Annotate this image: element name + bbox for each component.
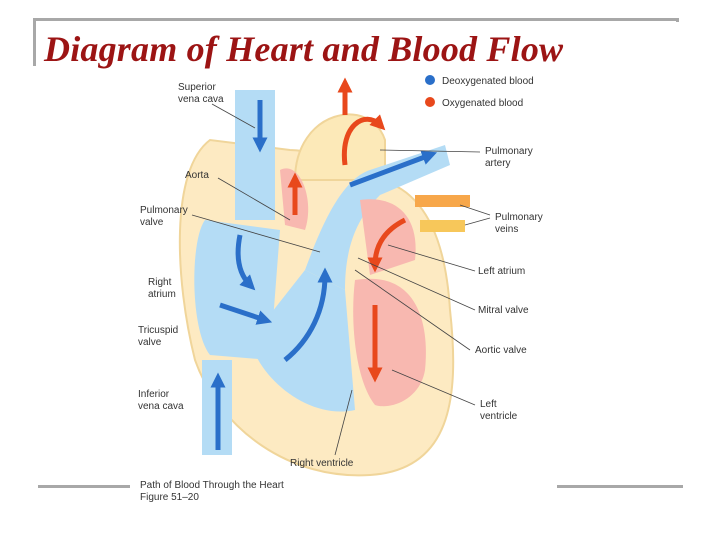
label-mitral-valve: Mitral valve	[478, 305, 529, 316]
legend-deoxygenated-swatch	[425, 75, 435, 85]
flow-arrow-tricuspid	[219, 302, 273, 325]
slide-frame-right	[676, 18, 679, 22]
right-atrium-chamber	[194, 220, 280, 360]
pulmonary-vein-lower	[420, 220, 465, 232]
flow-arrow-left-atrium	[367, 217, 407, 273]
pulmonary-vein-upper	[415, 195, 470, 207]
flow-arrow-right-ventricle	[283, 267, 333, 362]
slide-frame-left	[33, 18, 36, 66]
slide-frame-top	[33, 18, 679, 21]
caption-title: Path of Blood Through the Heart	[140, 480, 284, 491]
label-left-atrium: Left atrium	[478, 266, 525, 277]
pulmonary-trunk	[305, 145, 450, 290]
flow-arrow-right-atrium	[235, 234, 256, 291]
leader-lines	[191, 103, 491, 456]
footer-rule-right	[557, 485, 683, 488]
legend-oxygenated-label: Oxygenated blood	[442, 98, 523, 109]
flow-arrow-aorta	[341, 114, 386, 166]
legend-oxygenated-swatch	[425, 97, 435, 107]
label-aorta: Aorta	[185, 170, 209, 181]
label-right-ventricle: Right ventricle	[290, 458, 354, 469]
label-aortic-valve: Aortic valve	[475, 345, 527, 356]
caption-figure: Figure 51–20	[140, 492, 199, 503]
footer-rule-left	[38, 485, 130, 488]
superior-vena-cava	[235, 90, 275, 220]
slide-title: Diagram of Heart and Blood Flow	[44, 29, 564, 69]
legend-deoxygenated-label: Deoxygenated blood	[442, 76, 534, 87]
heart-diagram: Deoxygenated blood Oxygenated blood Supe…	[138, 75, 543, 503]
flow-arrow-pulmonary-artery	[349, 150, 438, 188]
